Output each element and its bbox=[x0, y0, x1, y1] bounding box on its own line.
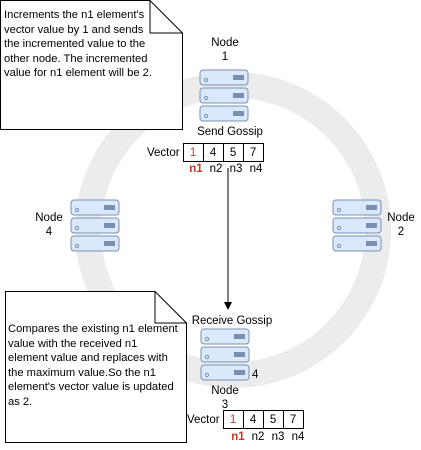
vector-cell-n2: 4 bbox=[202, 144, 223, 161]
send-gossip-title: Send Gossip bbox=[197, 126, 263, 138]
node-4-label: Node 4 bbox=[35, 212, 63, 238]
node-4-server-icon[interactable] bbox=[70, 199, 120, 258]
vector-cells: 1 4 5 7 bbox=[222, 410, 304, 429]
note-shape bbox=[0, 0, 183, 130]
node-1-label: Node 1 bbox=[211, 37, 239, 63]
vector-label: Vector bbox=[147, 146, 180, 159]
send-vector-names: n1 n2 n3 n4 bbox=[186, 163, 266, 175]
vector-cell-n3: 5 bbox=[222, 144, 243, 161]
name-n1: n1 bbox=[189, 163, 203, 175]
vector-cell-n1: 1 bbox=[229, 413, 237, 426]
node-1-server-icon[interactable] bbox=[199, 69, 249, 128]
receive-note-text: Compares the existing n1 element value w… bbox=[8, 323, 178, 408]
note-shape bbox=[5, 291, 187, 443]
name-n1: n1 bbox=[231, 431, 245, 443]
node-2-server-icon[interactable] bbox=[332, 199, 382, 258]
name-n3: n3 bbox=[271, 431, 285, 443]
vector-cell-n3: 5 bbox=[262, 411, 283, 428]
vector-cells: 1 4 5 7 bbox=[182, 143, 264, 162]
send-gossip-note: Increments the n1 element's vector value… bbox=[0, 0, 183, 130]
vector-label: Vector bbox=[187, 413, 220, 426]
vector-cell-n4: 7 bbox=[242, 144, 263, 161]
name-n2: n2 bbox=[209, 163, 223, 175]
send-vector: Vector 1 4 5 7 bbox=[147, 143, 264, 162]
name-n2: n2 bbox=[251, 431, 265, 443]
node-3-server-icon[interactable] bbox=[200, 328, 250, 387]
vector-cell-n4: 7 bbox=[282, 411, 303, 428]
name-n4: n4 bbox=[249, 163, 263, 175]
name-n3: n3 bbox=[229, 163, 243, 175]
node-3-side-label: 4 bbox=[252, 369, 259, 381]
vector-cell-n2: 4 bbox=[242, 411, 263, 428]
name-n4: n4 bbox=[291, 431, 305, 443]
gossip-arrowhead bbox=[224, 302, 232, 310]
node-2-label: Node 2 bbox=[387, 212, 415, 238]
receive-vector-names: n1 n2 n3 n4 bbox=[228, 431, 308, 443]
receive-gossip-note: Compares the existing n1 element value w… bbox=[5, 291, 187, 443]
node-3-label: Node 3 bbox=[211, 385, 239, 411]
vector-cell-n1: 1 bbox=[189, 146, 197, 159]
receive-vector: Vector 1 4 5 7 bbox=[187, 410, 304, 429]
send-note-text: Increments the n1 element's vector value… bbox=[4, 9, 153, 79]
receive-gossip-title: Receive Gossip bbox=[191, 315, 273, 327]
